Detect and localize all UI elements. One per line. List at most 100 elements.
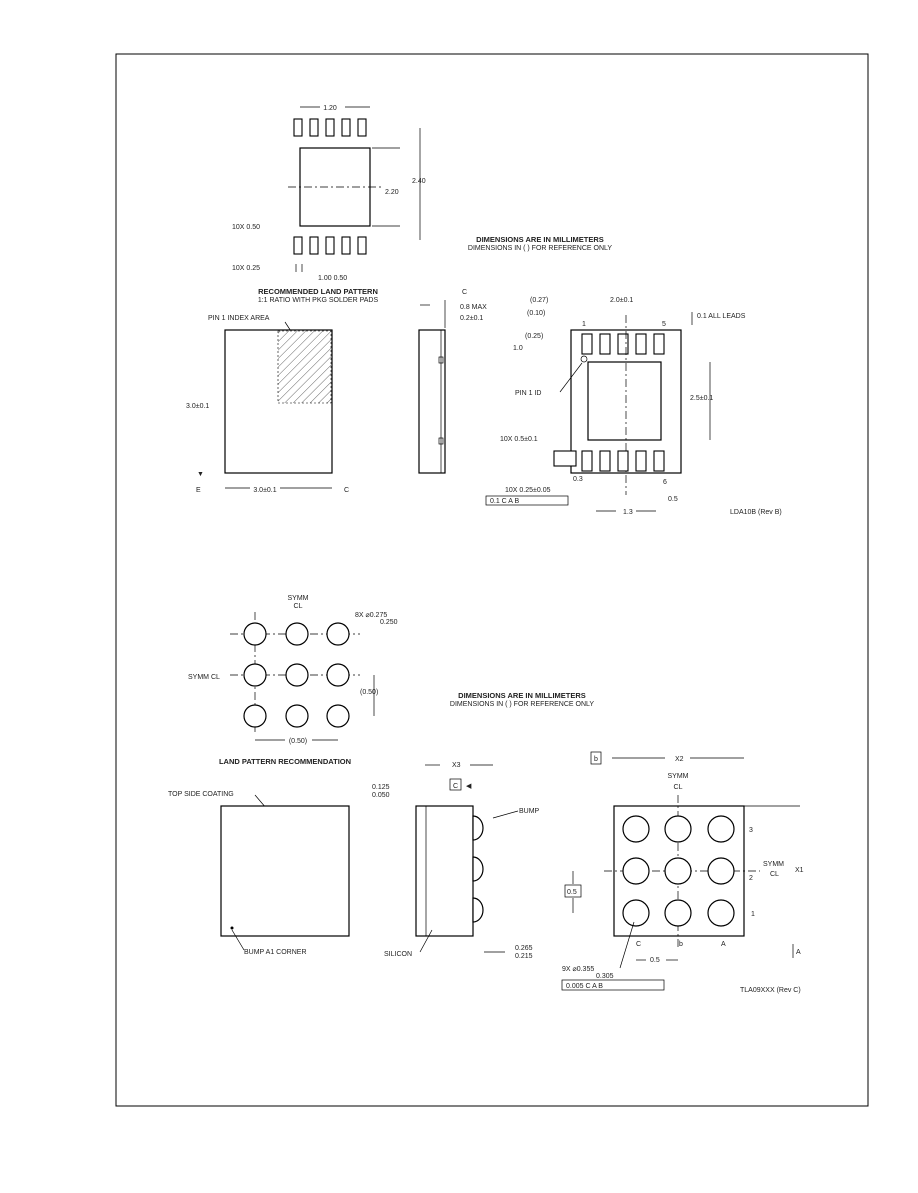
- dim-a: (0.27): [530, 297, 548, 304]
- bump-a1-corner: BUMP A1 CORNER: [244, 949, 307, 956]
- dim-bottom: 1.00 0.50: [318, 275, 347, 282]
- land-ball-grid: [243, 622, 350, 728]
- svg-text:▼: ▼: [197, 471, 204, 478]
- csp-bottom-view: b X2 SYMM CL 3 2 1 SYMM CL X1 0.5 C: [561, 751, 804, 994]
- top-units-note: DIMENSIONS ARE IN MILLIMETERS DIMENSIONS…: [468, 235, 612, 252]
- side-datum-c: C: [453, 783, 458, 790]
- x1-label: X1: [795, 867, 804, 874]
- ball-note-d: 0.305: [596, 973, 614, 980]
- dim-pitch: 10X 0.50: [232, 224, 260, 231]
- dim-g: 0.5: [668, 496, 678, 503]
- symm-left: SYMM CL: [188, 674, 220, 681]
- side-dim-d: 0.215: [515, 953, 533, 960]
- dim-inner-height: 2.20: [385, 189, 399, 196]
- x3-label: X3: [452, 762, 461, 769]
- fcf-frame-2: 0.005 C A B: [566, 983, 603, 990]
- csp-side-view: X3 0.125 0.050 C ◀ BUMP SILICON 0.265 0.…: [372, 762, 540, 960]
- csp-side-outline: [415, 805, 474, 937]
- lead-tag: 0.1 ALL LEADS: [697, 313, 746, 320]
- x2-label: X2: [675, 756, 684, 763]
- datum-e: E: [196, 487, 201, 494]
- dim-d: (0.25): [525, 333, 543, 340]
- top-top-view: PIN 1 INDEX AREA 3.0±0.1 3.0±0.1 E C ▼: [186, 315, 349, 494]
- dim-b: 2.0±0.1: [610, 297, 633, 304]
- symm-right: SYMM: [763, 861, 784, 868]
- col-c: C: [636, 941, 641, 948]
- silicon-label: SILICON: [384, 951, 412, 958]
- dim-h: 1.3: [623, 509, 633, 516]
- dim-e: 1.0: [513, 345, 523, 352]
- pin-num-c: 6: [663, 479, 667, 486]
- datum-c-top: C: [344, 487, 349, 494]
- col-b: b: [679, 941, 683, 948]
- side-datum: C: [462, 289, 467, 296]
- units-heading-2: DIMENSIONS ARE IN MILLIMETERS: [458, 691, 586, 700]
- dim-outer-height: 2.40: [412, 178, 426, 185]
- top-side-coating: TOP SIDE COATING: [168, 791, 234, 798]
- bump: [472, 815, 484, 841]
- fcf-frame: 0.1 C A B: [490, 498, 520, 505]
- row-3: 3: [749, 827, 753, 834]
- cl-label: CL: [674, 784, 683, 791]
- side-dim-c: 0.265: [515, 945, 533, 952]
- dim-side: 3.0±0.1: [186, 403, 209, 410]
- side-dim-b: 0.050: [372, 792, 390, 799]
- pitch-v-label: 0.5: [567, 889, 577, 896]
- pin-num-b: 5: [662, 321, 666, 328]
- top-land-pattern: 1.20 2.20 2.40 10X 0.50 10X 0.25 1.00 0.…: [232, 105, 426, 304]
- cl-top: CL: [294, 603, 303, 610]
- dim-f: 0.3: [573, 476, 583, 483]
- exposed-pad: [587, 361, 662, 441]
- top-drawing-id: LDA10B (Rev B): [730, 509, 782, 516]
- row-1: 1: [751, 911, 755, 918]
- bottom-drawing-id: TLA09XXX (Rev C): [740, 987, 801, 994]
- dim-top-width: 1.20: [323, 105, 337, 112]
- units-sub-2: DIMENSIONS IN ( ) FOR REFERENCE ONLY: [450, 701, 594, 708]
- dim-min: 0.2±0.1: [460, 315, 483, 322]
- dim-max: 0.8 MAX: [460, 304, 487, 311]
- ball-note-c: 9X ⌀0.355: [562, 966, 594, 973]
- csp-ball-grid: [622, 815, 735, 927]
- bottom-lead-row-top: [581, 333, 665, 355]
- pitch-h: (0.50): [289, 738, 307, 745]
- symm-label: SYMM: [668, 773, 689, 780]
- bottom-pad-row: [293, 236, 367, 255]
- csp-top-view: TOP SIDE COATING BUMP A1 CORNER: [168, 791, 350, 956]
- top-bottom-view: (0.27) 2.0±0.1 (0.10) (0.25) 1.0 0.1 ALL…: [485, 297, 782, 516]
- ball-note-b: 0.250: [380, 619, 398, 626]
- pitch-h-label: 0.5: [650, 957, 660, 964]
- pin1-index-label: PIN 1 INDEX AREA: [208, 315, 270, 322]
- lead-pitch: 10X 0.5±0.1: [500, 436, 538, 443]
- datum-a: A: [796, 949, 801, 956]
- dim-pad-width: 10X 0.25: [232, 265, 260, 272]
- csp-outline: [220, 805, 350, 937]
- page-frame: [115, 53, 869, 1107]
- pin-num-a: 1: [582, 321, 586, 328]
- symm-top: SYMM: [288, 595, 309, 602]
- land-pattern-title-2: LAND PATTERN RECOMMENDATION: [219, 757, 351, 766]
- row-2: 2: [749, 875, 753, 882]
- units-sub: DIMENSIONS IN ( ) FOR REFERENCE ONLY: [468, 245, 612, 252]
- cl-right: CL: [770, 871, 779, 878]
- pitch-v: (0.50): [360, 689, 378, 696]
- land-pattern-subtitle: 1:1 RATIO WITH PKG SOLDER PADS: [258, 297, 379, 304]
- pin1-index-area: [277, 330, 332, 404]
- col-a: A: [721, 941, 726, 948]
- top-pad-row: [293, 118, 367, 137]
- units-heading: DIMENSIONS ARE IN MILLIMETERS: [476, 235, 604, 244]
- svg-text:◀: ◀: [466, 783, 472, 790]
- pin1-id: PIN 1 ID: [515, 390, 541, 397]
- bottom-lead-row-bottom: [581, 450, 665, 472]
- ball-note-a: 8X ⌀0.275: [355, 612, 387, 619]
- top-side-view: C 0.8 MAX 0.2±0.1: [418, 289, 487, 474]
- dim-side-bottom: 2.5±0.1: [690, 395, 713, 402]
- lead-note: 10X 0.25±0.05: [505, 487, 551, 494]
- bottom-units-note: DIMENSIONS ARE IN MILLIMETERS DIMENSIONS…: [450, 691, 594, 708]
- datum-b: b: [594, 756, 598, 763]
- land-pattern-title: RECOMMENDED LAND PATTERN: [258, 287, 378, 296]
- bump-label: BUMP: [519, 808, 540, 815]
- dim-c: (0.10): [527, 310, 545, 317]
- dim-bottom-width: 3.0±0.1: [253, 487, 276, 494]
